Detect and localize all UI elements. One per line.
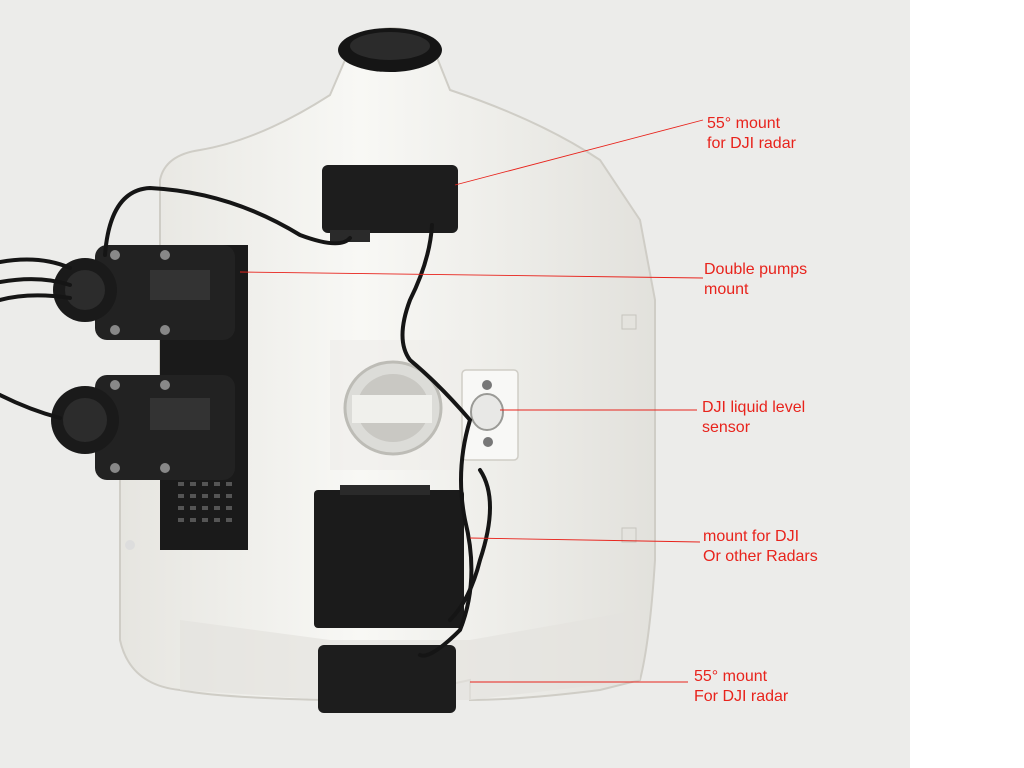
radar-mount-top-box [322,165,458,233]
annotation-line: Double pumps [704,261,808,278]
cables [0,185,492,658]
annotation-line: DJI liquid level [702,399,806,416]
annotation-line: 55° mount [707,115,781,132]
annotation-level-sensor: DJI liquid level sensor [702,398,805,438]
lower-pump [51,375,235,480]
annotation-line: 55° mount [694,668,768,685]
radar-mount-middle-box [314,490,464,628]
annotation-pumps-mount: Double pumps mount [704,260,807,300]
annotation-radar-mount-bottom: 55° mount For DJI radar [694,667,788,707]
upper-pump [53,245,235,340]
annotation-line: for DJI radar [707,135,796,152]
annotation-line: mount for DJI [703,528,800,545]
white-margin [910,0,1024,768]
annotation-radar-mount-top: 55° mount for DJI radar [707,114,796,154]
level-sensor [470,393,504,431]
annotation-radar-mount-middle: mount for DJI Or other Radars [703,527,818,567]
annotation-line: For DJI radar [694,688,789,705]
annotation-line: Or other Radars [703,548,818,565]
annotation-line: sensor [702,419,751,436]
radar-mount-bottom-box [318,645,456,713]
annotation-line: mount [704,281,749,298]
